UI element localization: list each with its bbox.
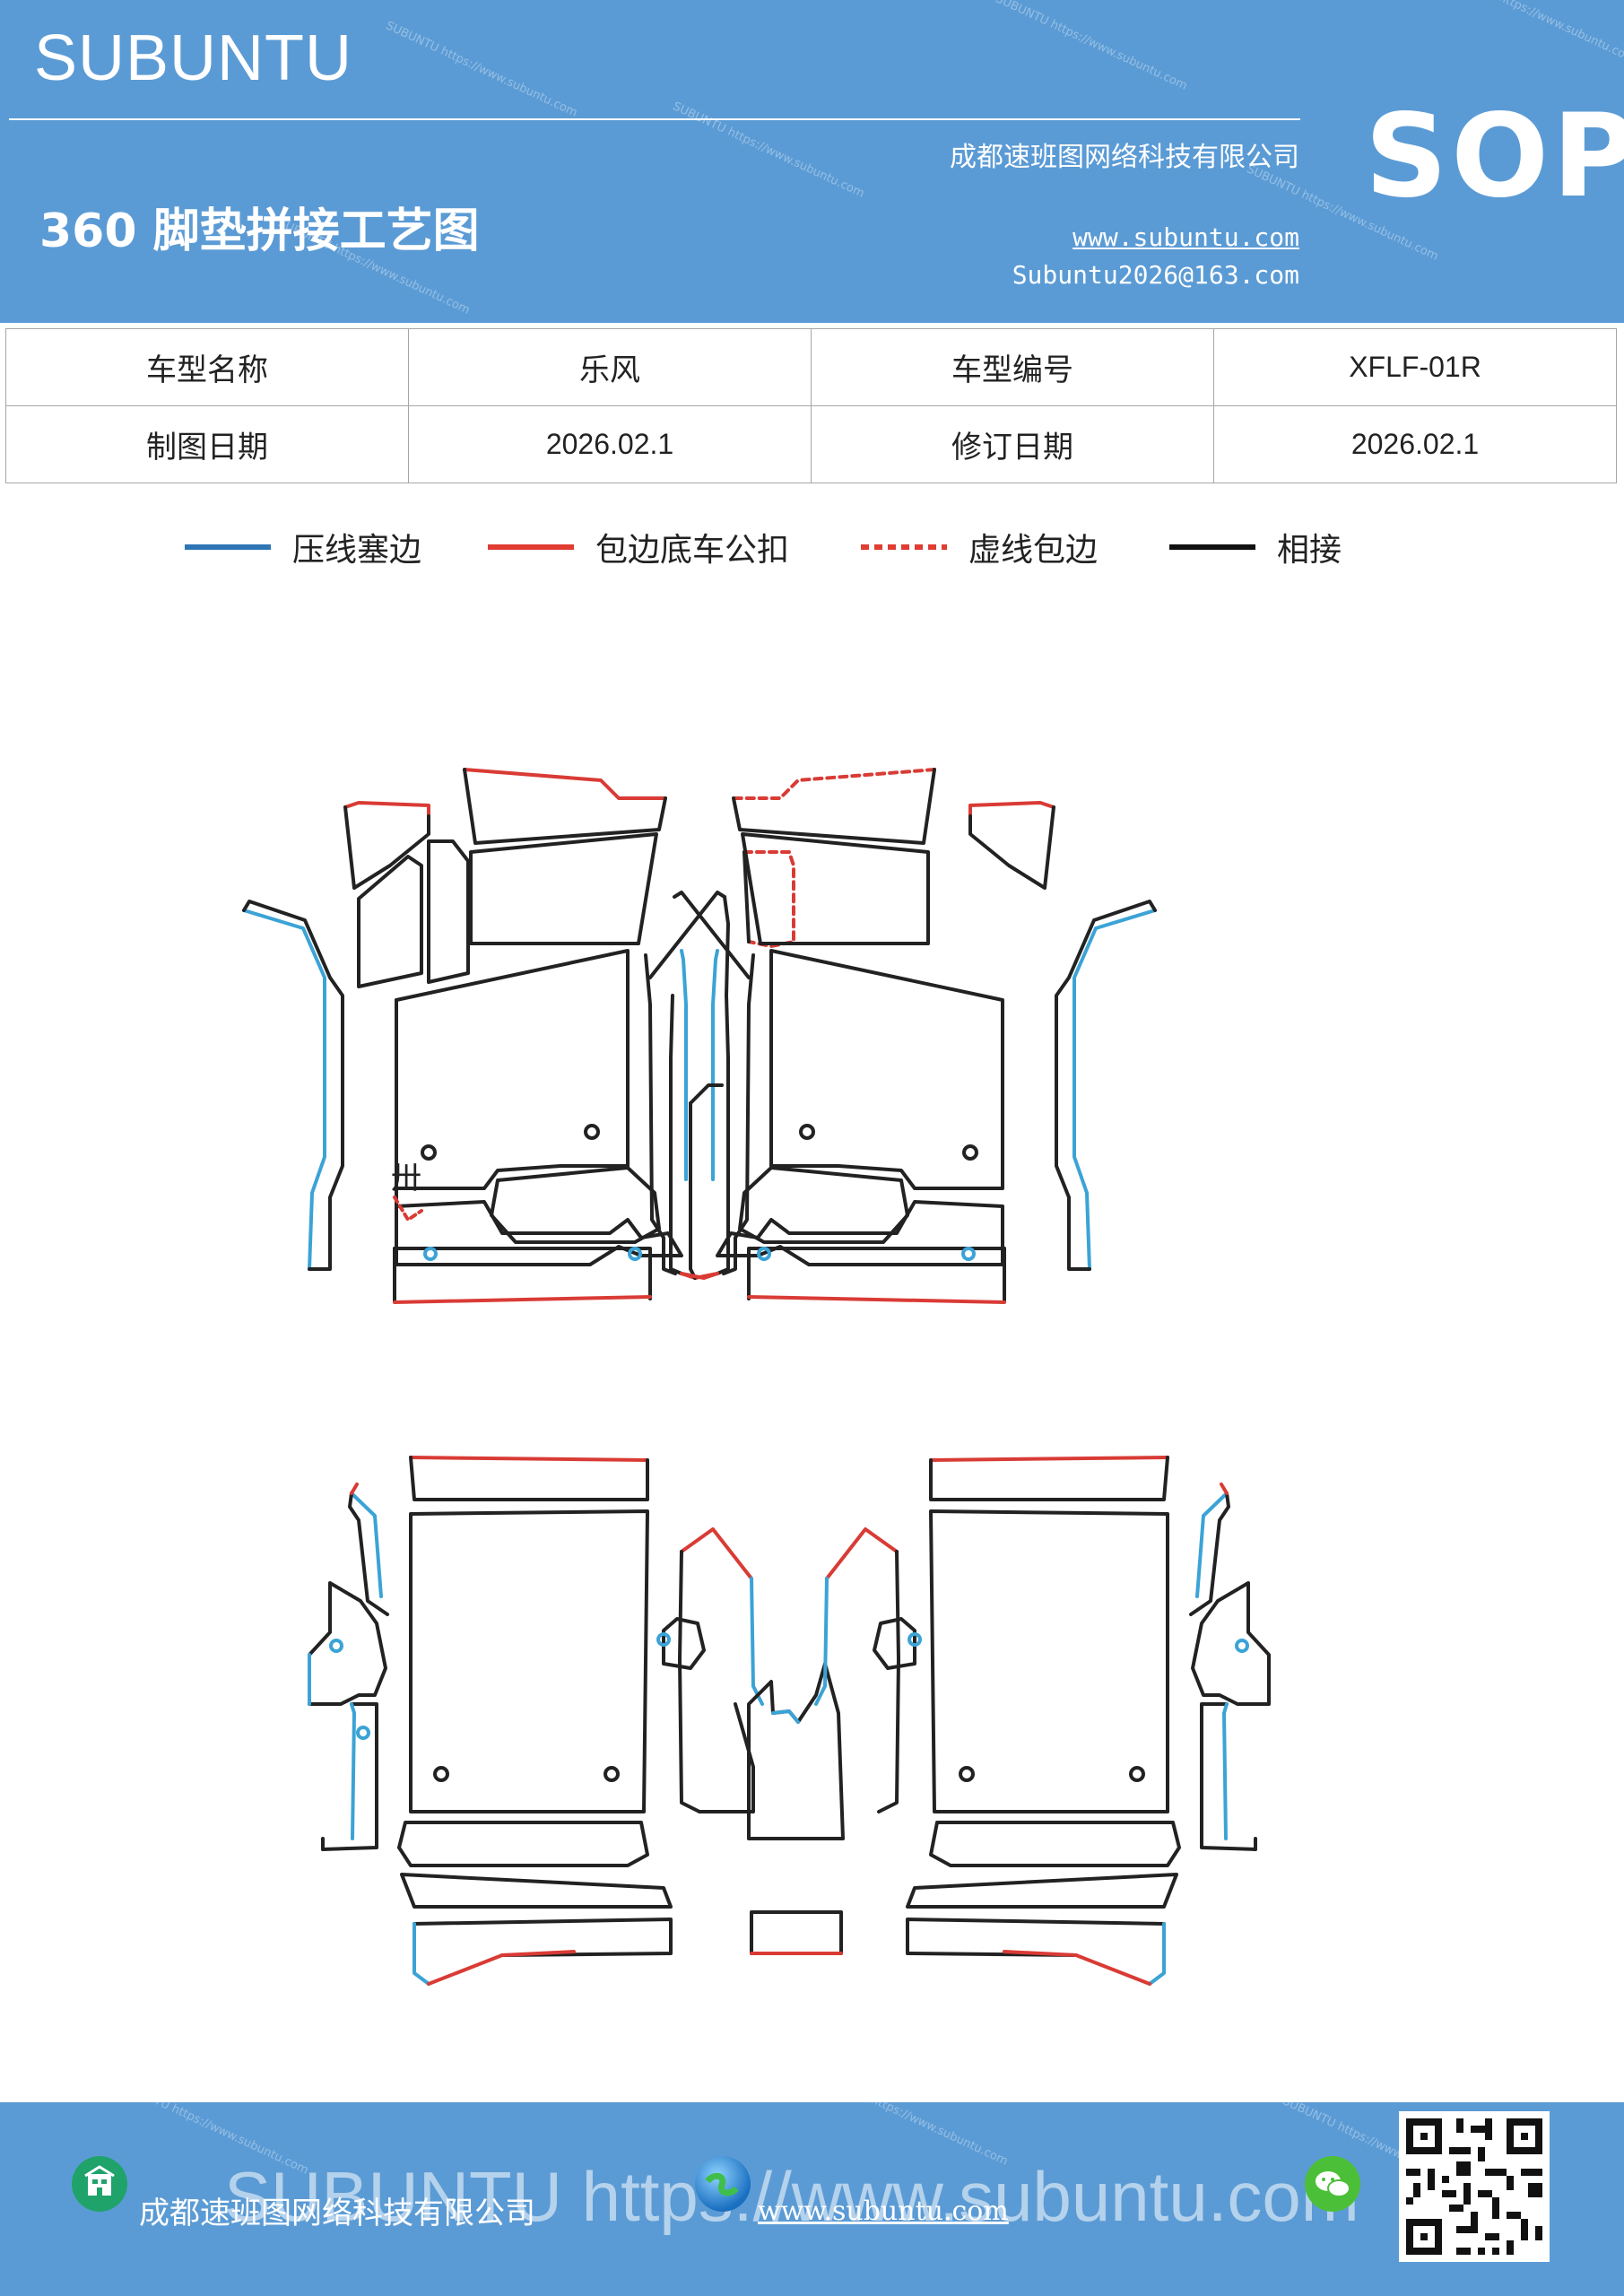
- legend-item: 包边底车公扣: [488, 520, 789, 574]
- draw-date-value: 2026.02.1: [408, 405, 812, 483]
- legend-item: 压线塞边: [185, 520, 421, 574]
- model-name-value: 乐风: [408, 328, 812, 406]
- watermark: SUBUNTU https://www.subuntu.com: [1441, 0, 1624, 66]
- rear-right-mat: [814, 1456, 1271, 1986]
- globe-icon: [695, 2156, 751, 2212]
- floor-mat-splice-diagram: 卅: [242, 768, 1271, 1986]
- legend-swatch-blue: [185, 544, 271, 550]
- rear-left-mat: [308, 1456, 845, 1986]
- revision-date-label: 修订日期: [811, 405, 1214, 483]
- diagram-label: 卅: [391, 1161, 421, 1196]
- contact-email[interactable]: Subuntu2026@163.com: [1012, 260, 1299, 290]
- table-row: 制图日期 2026.02.1 修订日期 2026.02.1: [5, 405, 1617, 483]
- line-legend: 压线塞边 包边底车公扣 虚线包边 相接: [0, 520, 1624, 574]
- document-title: 360 脚垫拼接工艺图: [39, 204, 480, 258]
- watermark: SUBUNTU https://www.subuntu.com: [670, 100, 867, 201]
- model-code-value: XFLF-01R: [1213, 328, 1617, 406]
- building-icon: [72, 2156, 127, 2212]
- legend-label: 相接: [1277, 532, 1342, 569]
- legend-swatch-red: [488, 544, 574, 550]
- company-name: 成都速班图网络科技有限公司: [950, 142, 1299, 173]
- footer-banner: SUBUNTU https://www.subuntu.com SUBUNTU …: [0, 2102, 1624, 2296]
- brand-logo-text: SUBUNTU: [34, 22, 353, 94]
- website-link[interactable]: www.subuntu.com: [1073, 222, 1299, 252]
- legend-item: 相接: [1169, 520, 1342, 574]
- wechat-icon: [1305, 2156, 1360, 2212]
- vehicle-info-table: 车型名称 乐风 车型编号 XFLF-01R 制图日期 2026.02.1 修订日…: [5, 328, 1617, 483]
- watermark: SUBUNTU https://www.subuntu.com: [383, 19, 580, 120]
- table-row: 车型名称 乐风 车型编号 XFLF-01R: [5, 328, 1617, 406]
- revision-date-value: 2026.02.1: [1213, 405, 1617, 483]
- qr-code[interactable]: [1399, 2111, 1550, 2262]
- model-name-label: 车型名称: [5, 328, 409, 406]
- sop-badge: SOP: [1365, 90, 1624, 223]
- front-left-mat: 卅: [242, 768, 795, 1304]
- model-code-label: 车型编号: [811, 328, 1214, 406]
- legend-swatch-dotted-red: [861, 544, 947, 550]
- footer-website-link[interactable]: www.subuntu.com: [758, 2196, 1009, 2227]
- legend-item: 虚线包边: [861, 520, 1098, 574]
- legend-label: 压线塞边: [292, 532, 422, 569]
- legend-label: 包边底车公扣: [595, 532, 790, 569]
- legend-label: 虚线包边: [968, 532, 1099, 569]
- footer-company: 成都速班图网络科技有限公司: [139, 2196, 535, 2231]
- footer-watermark: SUBUNTU https://www.subuntu.com: [224, 2157, 1359, 2236]
- legend-swatch-black: [1169, 544, 1255, 550]
- header-banner: SUBUNTU https://www.subuntu.com SUBUNTU …: [0, 0, 1624, 323]
- front-right-mat: [669, 768, 1157, 1304]
- header-divider: [9, 118, 1300, 120]
- watermark: SUBUNTU https://www.subuntu.com: [993, 0, 1190, 93]
- draw-date-label: 制图日期: [5, 405, 409, 483]
